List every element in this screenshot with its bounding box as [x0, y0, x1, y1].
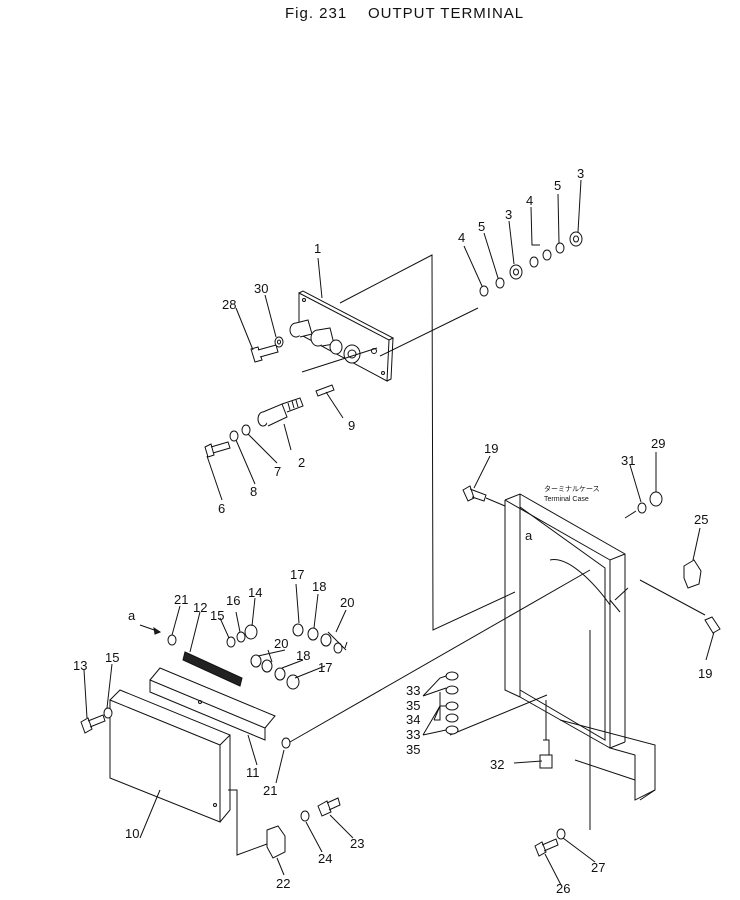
- figure-number: Fig. 231: [285, 5, 347, 22]
- washer-stack: [445, 671, 459, 735]
- callout-22: 22: [276, 876, 290, 891]
- callout-6: 6: [218, 501, 225, 516]
- callout-21-b: 21: [263, 783, 277, 798]
- callout-2: 2: [298, 455, 305, 470]
- callout-numbers: 1 2 3 3 3 4 4 5 5 6 7 8 9 10 11 12 13 14…: [73, 166, 712, 896]
- bolt-13: [80, 714, 106, 734]
- callout-31: 31: [621, 453, 635, 468]
- bolt-23: [317, 797, 341, 817]
- bolt-32: [539, 739, 553, 769]
- callout-16: 16: [226, 593, 240, 608]
- callout-23: 23: [350, 836, 364, 851]
- callout-15-a: 15: [210, 608, 224, 623]
- bolt-6: [204, 441, 231, 458]
- callout-3-b: 3: [505, 207, 512, 222]
- callout-32: 32: [490, 757, 504, 772]
- clamp-25: [683, 559, 702, 589]
- figure-title: OUTPUT TERMINAL: [368, 5, 524, 22]
- washer-27: [556, 828, 566, 840]
- washer-24: [300, 810, 310, 822]
- callout-29: 29: [651, 436, 665, 451]
- callout-5-b: 5: [478, 219, 485, 234]
- callout-3-a: 3: [577, 166, 584, 181]
- washer-15-lower: [103, 707, 113, 719]
- callout-33-a: 33: [406, 683, 420, 698]
- callout-15-b: 15: [105, 650, 119, 665]
- callout-19-a: 19: [484, 441, 498, 456]
- pin-9: [315, 384, 335, 397]
- callout-20-b: 20: [274, 636, 288, 651]
- callout-17-a: 17: [290, 567, 304, 582]
- callout-28: 28: [222, 297, 236, 312]
- terminal-board: [289, 290, 395, 382]
- callout-25: 25: [694, 512, 708, 527]
- washer-7: [241, 424, 251, 436]
- callout-33-b: 33: [406, 727, 420, 742]
- bolt-28: [250, 344, 279, 363]
- callout-27: 27: [591, 860, 605, 875]
- callout-19-b: 19: [698, 666, 712, 681]
- bolt-19-upper: [462, 485, 487, 502]
- callout-14: 14: [248, 585, 262, 600]
- bolt-26: [534, 838, 559, 857]
- callout-21-a: 21: [174, 592, 188, 607]
- terminal-case-label-en: Terminal Case: [544, 496, 589, 503]
- callout-4-b: 4: [458, 230, 465, 245]
- callout-17-b: 17: [318, 660, 332, 675]
- callout-26: 26: [556, 881, 570, 895]
- terminal-case-label-jp: ターミナルケース: [544, 484, 600, 493]
- callout-13: 13: [73, 658, 87, 673]
- callout-leaders: [83, 179, 715, 886]
- washer-21-upper: [167, 634, 177, 646]
- callout-18-b: 18: [296, 648, 310, 663]
- callout-34: 34: [406, 712, 420, 727]
- washer-31: [637, 502, 647, 514]
- callout-5-a: 5: [554, 178, 561, 193]
- washer-30: [274, 336, 284, 348]
- callout-35-b: 35: [406, 742, 420, 757]
- bracket-11: [149, 679, 266, 741]
- callout-9: 9: [348, 418, 355, 433]
- washer-21-lower: [281, 737, 291, 749]
- terminal-stud-2: [257, 397, 304, 427]
- callout-8: 8: [250, 484, 257, 499]
- terminal-bar-12: [182, 651, 243, 687]
- callout-12: 12: [193, 600, 207, 615]
- clamp-22: [266, 825, 286, 859]
- detail-mark-a-case: a: [525, 528, 533, 543]
- detail-mark-a-left: a: [128, 608, 136, 623]
- callout-35-a: 35: [406, 698, 420, 713]
- callout-10: 10: [125, 826, 139, 841]
- callout-4-a: 4: [526, 193, 533, 208]
- nut-stack-upper: [479, 231, 583, 297]
- callout-18-a: 18: [312, 579, 326, 594]
- callout-30: 30: [254, 281, 268, 296]
- callout-1: 1: [314, 241, 321, 256]
- nut-29: [649, 491, 663, 507]
- callout-24: 24: [318, 851, 332, 866]
- bolt-19-right: [704, 616, 721, 634]
- washer-8: [229, 430, 239, 442]
- cover-plate-10: [109, 699, 221, 823]
- callout-20-a: 20: [340, 595, 354, 610]
- callout-11: 11: [246, 765, 260, 780]
- callout-7: 7: [274, 464, 281, 479]
